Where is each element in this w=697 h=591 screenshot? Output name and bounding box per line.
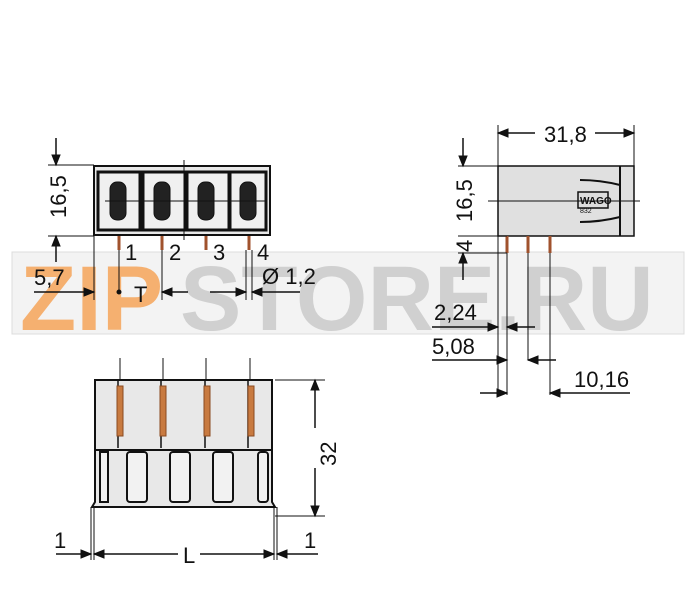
spacing-224-label: 2,24 bbox=[434, 300, 477, 325]
pin-number-1: 1 bbox=[125, 240, 137, 265]
front-view bbox=[34, 138, 300, 300]
watermark-zip: ZIP bbox=[20, 248, 163, 350]
pitch-label: T bbox=[134, 282, 147, 307]
pin-offset-label: 5,7 bbox=[34, 265, 65, 290]
left-margin-label: 1 bbox=[54, 528, 66, 553]
pin-number-4: 4 bbox=[257, 240, 269, 265]
length-label: L bbox=[183, 543, 195, 568]
side-width-label: 31,8 bbox=[544, 122, 587, 147]
pin-number-3: 3 bbox=[213, 240, 225, 265]
spacing-508-label: 5,08 bbox=[432, 334, 475, 359]
watermark-store: STORE.RU bbox=[180, 248, 654, 350]
wago-logo: WAGO bbox=[580, 196, 612, 207]
side-view bbox=[432, 125, 640, 398]
right-margin-label: 1 bbox=[304, 528, 316, 553]
wago-subtext: 832 bbox=[580, 208, 592, 215]
side-height-label: 16,5 bbox=[452, 179, 477, 222]
pin-diameter-label: Ø 1,2 bbox=[262, 264, 316, 289]
watermark: ZIP STORE.RU bbox=[11, 248, 685, 350]
bottom-view bbox=[56, 358, 325, 560]
front-height-label: 16,5 bbox=[46, 175, 71, 218]
pin-number-2: 2 bbox=[169, 240, 181, 265]
spacing-1016-label: 10,16 bbox=[574, 367, 629, 392]
bottom-height-label: 32 bbox=[316, 442, 341, 466]
pin-length-label: 4 bbox=[452, 240, 477, 252]
